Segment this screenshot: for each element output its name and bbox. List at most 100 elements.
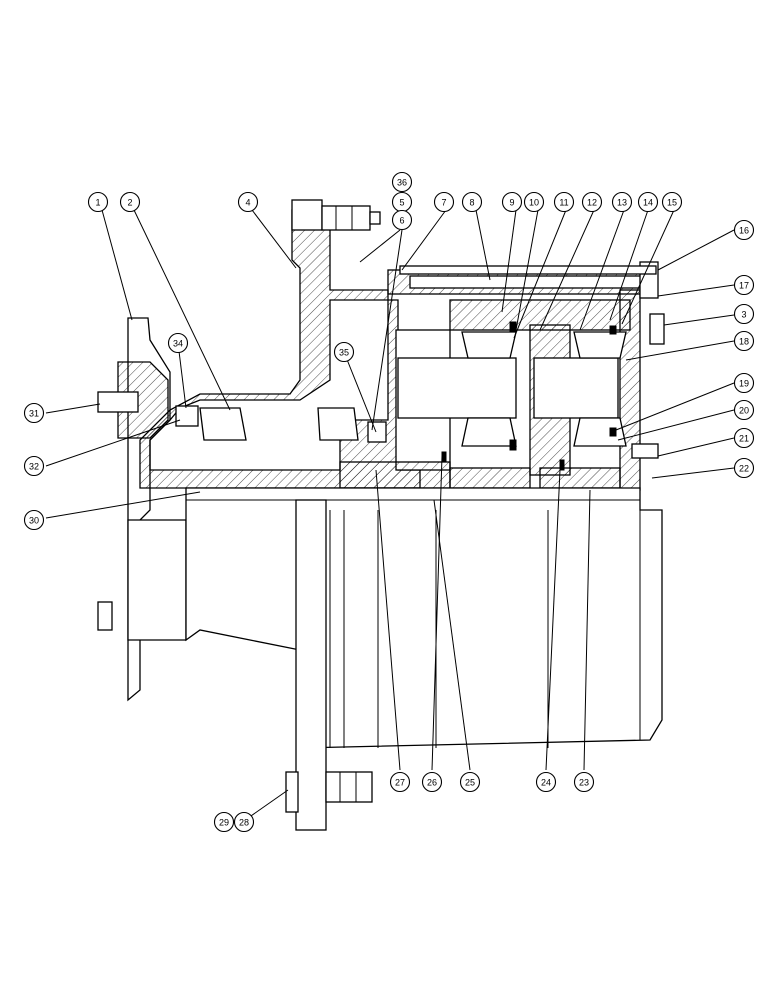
bolt-upper (321, 205, 381, 231)
callout-bubble (433, 191, 455, 213)
callout-7: 7 (433, 191, 455, 213)
callout-label: 8 (469, 198, 474, 208)
callout-bubble (733, 219, 755, 241)
callout-bubble (23, 402, 45, 424)
callout-21: 21 (733, 427, 755, 449)
callout-31: 31 (23, 402, 45, 424)
callout-bubble (733, 427, 755, 449)
output-ring-gear (339, 451, 621, 489)
callout-label: 7 (441, 198, 446, 208)
callout-30: 30 (23, 509, 45, 531)
planetary-carrier (387, 261, 665, 491)
callout-bubble (389, 771, 411, 793)
callout-11: 11 (553, 191, 575, 213)
callout-bubble (733, 330, 755, 352)
callout-label: 31 (29, 409, 39, 419)
callout-4: 4 (237, 191, 259, 213)
callout-12: 12 (581, 191, 603, 213)
callout-9: 9 (501, 191, 523, 213)
callout-1: 1 (87, 191, 109, 213)
callout-bubble (459, 771, 481, 793)
callout-label: 1 (95, 198, 100, 208)
callout-bubble (421, 771, 443, 793)
callout-bubble (461, 191, 483, 213)
flange-bolts (97, 391, 139, 631)
callout-label: 9 (509, 198, 514, 208)
callout-bubble (391, 171, 413, 193)
callout-label: 19 (739, 379, 749, 389)
callout-label: 32 (29, 462, 39, 472)
callout-label: 11 (559, 198, 568, 208)
callout-bubble (733, 372, 755, 394)
callout-32: 32 (23, 455, 45, 477)
callout-label: 5 (399, 198, 404, 208)
callout-label: 34 (173, 339, 183, 349)
callout-label: 6 (399, 216, 404, 226)
callout-18: 18 (733, 330, 755, 352)
callout-label: 23 (579, 778, 589, 788)
callout-13: 13 (611, 191, 633, 213)
callout-label: 18 (739, 337, 749, 347)
mounting-flange (117, 317, 187, 702)
callout-label: 2 (127, 198, 132, 208)
callout-label: 14 (643, 198, 653, 208)
callout-bubble (733, 274, 755, 296)
input-bearings (175, 405, 387, 443)
main-housing (139, 199, 421, 489)
callout-34: 34 (167, 332, 189, 354)
callout-3: 3 (733, 303, 755, 325)
callout-label: 25 (465, 778, 475, 788)
callout-bubble (733, 303, 755, 325)
bearing-set-left (461, 321, 517, 451)
callout-28: 28 (233, 811, 255, 833)
callout-bubble (733, 399, 755, 421)
callout-19: 19 (733, 372, 755, 394)
callout-label: 17 (739, 281, 749, 291)
callout-bubble (637, 191, 659, 213)
callout-2: 2 (119, 191, 141, 213)
callout-label: 3 (741, 310, 746, 320)
callout-label: 4 (245, 198, 250, 208)
callout-25: 25 (459, 771, 481, 793)
bearing-set-right (573, 325, 627, 447)
callout-bubble (333, 341, 355, 363)
callout-bubble (23, 455, 45, 477)
callout-label: 10 (529, 198, 539, 208)
callout-label: 22 (739, 464, 749, 474)
callout-label: 35 (339, 348, 349, 358)
callout-label: 21 (739, 434, 749, 444)
callout-27: 27 (389, 771, 411, 793)
callout-20: 20 (733, 399, 755, 421)
callout-6: 6 (391, 209, 413, 231)
callout-bubble (611, 191, 633, 213)
callout-14: 14 (637, 191, 659, 213)
callout-26: 26 (421, 771, 443, 793)
callout-label: 12 (587, 198, 597, 208)
callout-label: 27 (395, 778, 405, 788)
callout-bubble (733, 457, 755, 479)
callout-label: 16 (739, 226, 749, 236)
callout-label: 36 (397, 178, 407, 188)
callout-bubble (119, 191, 141, 213)
callout-label: 29 (219, 818, 229, 828)
callout-label: 20 (739, 406, 749, 416)
callout-bubble (167, 332, 189, 354)
callout-label: 26 (427, 778, 437, 788)
callout-label: 13 (617, 198, 627, 208)
callout-16: 16 (733, 219, 755, 241)
callout-10: 10 (523, 191, 545, 213)
leader-lines (45, 209, 735, 819)
callout-23: 23 (573, 771, 595, 793)
callout-bubble (237, 191, 259, 213)
callout-bubble (391, 209, 413, 231)
callout-bubble (523, 191, 545, 213)
callout-22: 22 (733, 457, 755, 479)
callout-bubble (233, 811, 255, 833)
callout-17: 17 (733, 274, 755, 296)
callout-label: 24 (541, 778, 551, 788)
callout-36: 36 (391, 171, 413, 193)
callout-bubble (535, 771, 557, 793)
callout-bubble (213, 811, 235, 833)
